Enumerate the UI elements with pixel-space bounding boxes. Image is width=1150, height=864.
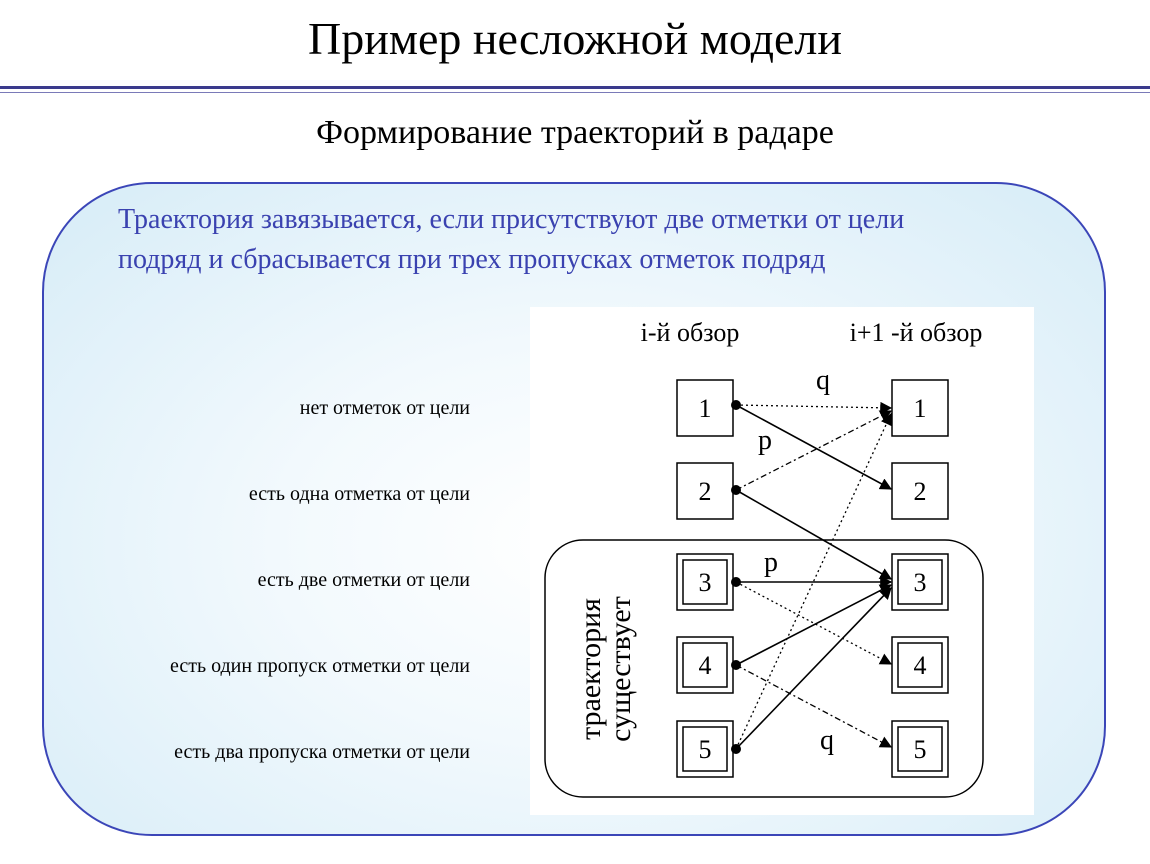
- header-i-review: i-й обзор: [641, 318, 740, 347]
- edge-4-to-5: [735, 664, 893, 748]
- intro-text: Траектория завязывается, если присутству…: [118, 200, 1078, 280]
- header-i1-review: i+1 -й обзор: [850, 318, 983, 347]
- right-state-5: 5: [891, 720, 949, 778]
- left-state-1: 1: [676, 379, 734, 437]
- row-label-5: есть два пропуска отметки от цели: [174, 741, 470, 763]
- edge-label-p-top: p: [758, 425, 772, 456]
- row-label-4: есть один пропуск отметки от цели: [169, 655, 470, 677]
- source-dot-5: [731, 744, 741, 754]
- svg-text:5: 5: [699, 735, 712, 764]
- source-dot-3: [731, 577, 741, 587]
- source-dot-2: [731, 485, 741, 495]
- edge-5-to-3: [735, 587, 892, 750]
- left-state-5: 5: [676, 720, 734, 778]
- svg-text:3: 3: [914, 568, 927, 597]
- row-label-2: есть одна отметка от цели: [248, 483, 470, 505]
- edge-label-q-top: q: [816, 365, 830, 396]
- left-state-4: 4: [676, 636, 734, 694]
- source-dot-1: [731, 400, 741, 410]
- left-state-3: 3: [676, 553, 734, 611]
- svg-text:4: 4: [914, 651, 927, 680]
- svg-text:2: 2: [914, 477, 927, 506]
- row-label-3: есть две отметки от цели: [257, 569, 470, 591]
- slide-title: Пример несложной модели: [308, 13, 842, 64]
- trajectory-exists-group: [544, 539, 984, 798]
- right-state-3: 3: [891, 553, 949, 611]
- group-label-line-2: существует: [604, 596, 637, 742]
- title-rule-thin: [0, 92, 1150, 93]
- group-label-line-1: траектория: [574, 598, 607, 740]
- svg-text:1: 1: [699, 394, 712, 423]
- right-state-4: 4: [891, 636, 949, 694]
- slide-subtitle: Формирование траекторий в радаре: [316, 114, 834, 151]
- svg-text:3: 3: [699, 568, 712, 597]
- intro-line-1: Траектория завязывается, если присутству…: [118, 204, 905, 235]
- state-diagram: i-й обзор i+1 -й обзор траектория сущест…: [530, 307, 1034, 815]
- edge-label-q-bottom: q: [820, 725, 834, 756]
- svg-text:4: 4: [699, 651, 712, 680]
- svg-text:2: 2: [699, 477, 712, 506]
- edge-4-to-3: [735, 584, 893, 666]
- source-dot-4: [731, 660, 741, 670]
- right-state-1: 1: [891, 379, 949, 437]
- intro-line-2: подряд и сбрасывается при трех пропусках…: [118, 244, 826, 275]
- state-diagram-svg: i-й обзор i+1 -й обзор траектория сущест…: [544, 318, 984, 798]
- svg-text:5: 5: [914, 735, 927, 764]
- left-state-2: 2: [676, 462, 734, 520]
- right-state-2: 2: [891, 462, 949, 520]
- edge-1-to-2: [735, 404, 893, 490]
- edge-2-to-3: [735, 489, 893, 580]
- row-label-1: нет отметок от цели: [299, 397, 470, 419]
- edge-5-to-1: [735, 412, 892, 750]
- title-rule: [0, 86, 1150, 89]
- edge-3-to-4: [735, 581, 893, 665]
- edge-2-to-1: [735, 410, 893, 491]
- svg-text:1: 1: [914, 394, 927, 423]
- edge-label-p-mid: p: [764, 547, 778, 578]
- edge-1-to-1: [735, 401, 893, 414]
